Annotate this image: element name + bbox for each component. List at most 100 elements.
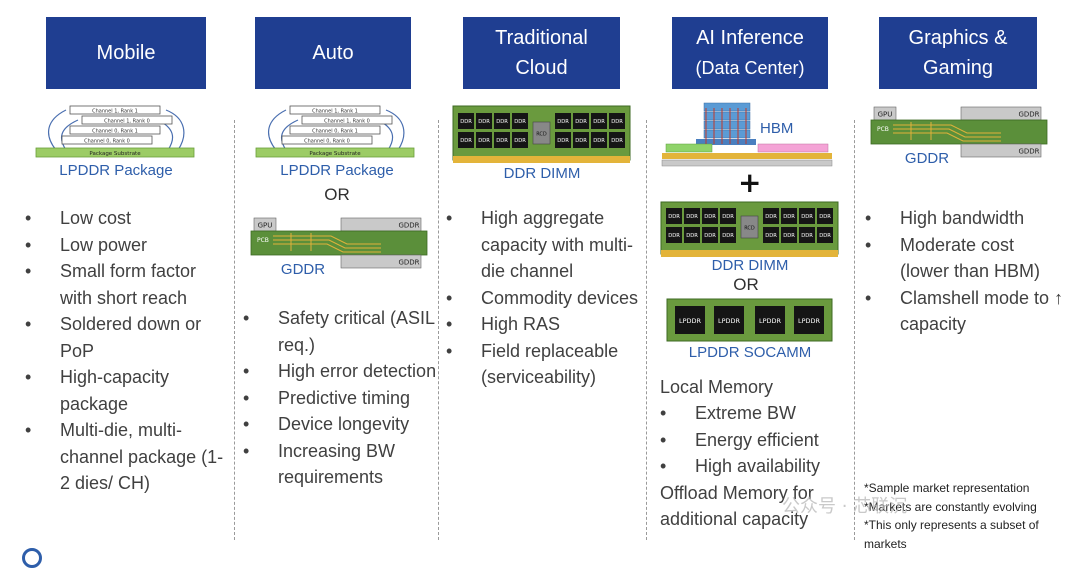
ddr-chip bbox=[799, 208, 815, 224]
ddr-chip bbox=[555, 113, 571, 129]
ddr-chip-label: DDR bbox=[593, 119, 605, 125]
lpddr-package-caption: LPDDR Package bbox=[59, 162, 173, 179]
plus-sign: + bbox=[738, 166, 762, 199]
footnote: *Markets are constantly evolving bbox=[864, 499, 1037, 514]
ai-bullet: Energy efficient bbox=[660, 427, 850, 454]
ddr-chip-label: DDR bbox=[478, 119, 490, 125]
ddr-chip bbox=[817, 208, 833, 224]
header-auto-title: Auto bbox=[312, 42, 354, 64]
ddr-chip-label: DDR bbox=[575, 119, 587, 125]
mobile-bullet: Small form factor with short reach bbox=[25, 258, 225, 311]
hbm-diagram: HBM bbox=[661, 102, 833, 167]
mobile-bullet-list: Low cost Low power Small form factor wit… bbox=[25, 205, 225, 497]
lpddr-socamm-caption: LPDDR SOCAMM bbox=[688, 344, 812, 361]
offload-memory-line: Offload Memory for bbox=[660, 483, 814, 503]
ddr-chip bbox=[702, 227, 718, 243]
gaming-bullet: High bandwidth bbox=[865, 205, 1065, 232]
header-ai-inference: AI Inference (Data Center) bbox=[672, 17, 828, 89]
column-divider bbox=[854, 120, 855, 540]
socamm-chip-label: LPDDR bbox=[718, 317, 741, 325]
header-graphics-gaming: Graphics & Gaming bbox=[879, 17, 1037, 89]
socamm-chip-label: LPDDR bbox=[759, 317, 782, 325]
auto-bullet: Predictive timing bbox=[243, 385, 439, 412]
footnotes: *Sample market representation *Markets a… bbox=[864, 479, 1039, 553]
ddr-chip-label: DDR bbox=[478, 138, 490, 144]
ddr-chip bbox=[494, 113, 510, 129]
package-layer-label: Channel 0, Rank 0 bbox=[84, 139, 130, 145]
header-ai-subtitle: (Data Center) bbox=[695, 58, 805, 78]
header-mobile-title: Mobile bbox=[96, 42, 156, 64]
ddr-chip-label: DDR bbox=[686, 214, 698, 220]
ddr-chip bbox=[494, 132, 510, 148]
gddr-caption: GDDR bbox=[280, 261, 326, 278]
ddr-chip bbox=[573, 132, 589, 148]
ddr-chip-label: DDR bbox=[668, 233, 680, 239]
gddr-chip-label: GDDR bbox=[398, 259, 419, 267]
gddr-diagram: GPU GDDR PCB GDDR bbox=[870, 106, 1048, 158]
package-layer-label: Channel 1, Rank 0 bbox=[104, 119, 150, 125]
column-divider bbox=[234, 120, 235, 540]
socamm-chip-label: LPDDR bbox=[798, 317, 821, 325]
mobile-bullet: Low cost bbox=[25, 205, 225, 232]
or-label: OR bbox=[733, 275, 759, 294]
rcd-label: RCD bbox=[744, 226, 755, 232]
ddr-chip-label: DDR bbox=[611, 138, 623, 144]
footnote: *Sample market representation bbox=[864, 481, 1030, 495]
mobile-bullet: High-capacity package bbox=[25, 364, 225, 417]
ddr-chip-label: DDR bbox=[557, 138, 569, 144]
ddr-chip-label: DDR bbox=[460, 119, 472, 125]
mobile-bullet: Low power bbox=[25, 232, 225, 259]
corner-circle-icon bbox=[22, 548, 42, 568]
ddr-chip bbox=[702, 208, 718, 224]
ddr-chip-label: DDR bbox=[668, 214, 680, 220]
ai-bullet-list: Extreme BW Energy efficient High availab… bbox=[660, 400, 850, 480]
hbm-label: HBM bbox=[760, 120, 793, 137]
ddr-chip-label: DDR bbox=[783, 233, 795, 239]
ddr-chip bbox=[591, 113, 607, 129]
header-auto: Auto bbox=[255, 17, 411, 89]
ai-bullet: High availability bbox=[660, 453, 850, 480]
footnote: markets bbox=[864, 536, 907, 551]
ddr-chip bbox=[573, 113, 589, 129]
ddr-chip bbox=[458, 132, 474, 148]
ddr-chip bbox=[763, 208, 779, 224]
pcb-label: PCB bbox=[877, 126, 889, 133]
gddr-caption: GDDR bbox=[904, 150, 950, 167]
package-substrate-label: Package Substrate bbox=[309, 151, 361, 157]
package-layer-label: Channel 0, Rank 0 bbox=[304, 139, 350, 145]
package-substrate-label: Package Substrate bbox=[89, 151, 141, 157]
ddr-chip-label: DDR bbox=[783, 214, 795, 220]
ddr-chip bbox=[512, 132, 528, 148]
pcb-label: PCB bbox=[257, 237, 269, 244]
header-cloud: Traditional Cloud bbox=[463, 17, 620, 89]
gaming-bullet: Clamshell mode to ↑ capacity bbox=[865, 285, 1065, 338]
auto-bullet: Safety critical (ASIL req.) bbox=[243, 305, 439, 358]
gpu-label: GPU bbox=[258, 222, 273, 230]
header-ai-title: AI Inference bbox=[696, 27, 804, 49]
ddr-chip bbox=[476, 113, 492, 129]
auto-bullet: Increasing BW requirements bbox=[243, 438, 439, 491]
ddr-chip-label: DDR bbox=[496, 138, 508, 144]
mobile-bullet: Soldered down or PoP bbox=[25, 311, 225, 364]
gddr-chip-label: GDDR bbox=[398, 222, 419, 230]
ddr-chip bbox=[555, 132, 571, 148]
gpu-label: GPU bbox=[878, 111, 893, 119]
cloud-bullet-list: High aggregate capacity with multi-die c… bbox=[446, 205, 646, 391]
column-divider bbox=[646, 120, 647, 540]
ddr-chip-label: DDR bbox=[722, 214, 734, 220]
mobile-bullet: Multi-die, multi-channel package (1-2 di… bbox=[25, 417, 225, 497]
ddr-chip-label: DDR bbox=[686, 233, 698, 239]
local-memory-title: Local Memory bbox=[660, 377, 774, 397]
ddr-chip bbox=[781, 208, 797, 224]
offload-memory-line: additional capacity bbox=[660, 509, 809, 529]
ddr-chip bbox=[609, 132, 625, 148]
ddr-chip bbox=[666, 208, 682, 224]
ddr-chip-label: DDR bbox=[801, 214, 813, 220]
auto-bullet-list: Safety critical (ASIL req.) High error d… bbox=[243, 305, 439, 491]
or-label: OR bbox=[324, 185, 350, 204]
rcd-label: RCD bbox=[536, 132, 547, 138]
cloud-bullet: Field replaceable (serviceability) bbox=[446, 338, 646, 391]
ddr-chip-label: DDR bbox=[722, 233, 734, 239]
